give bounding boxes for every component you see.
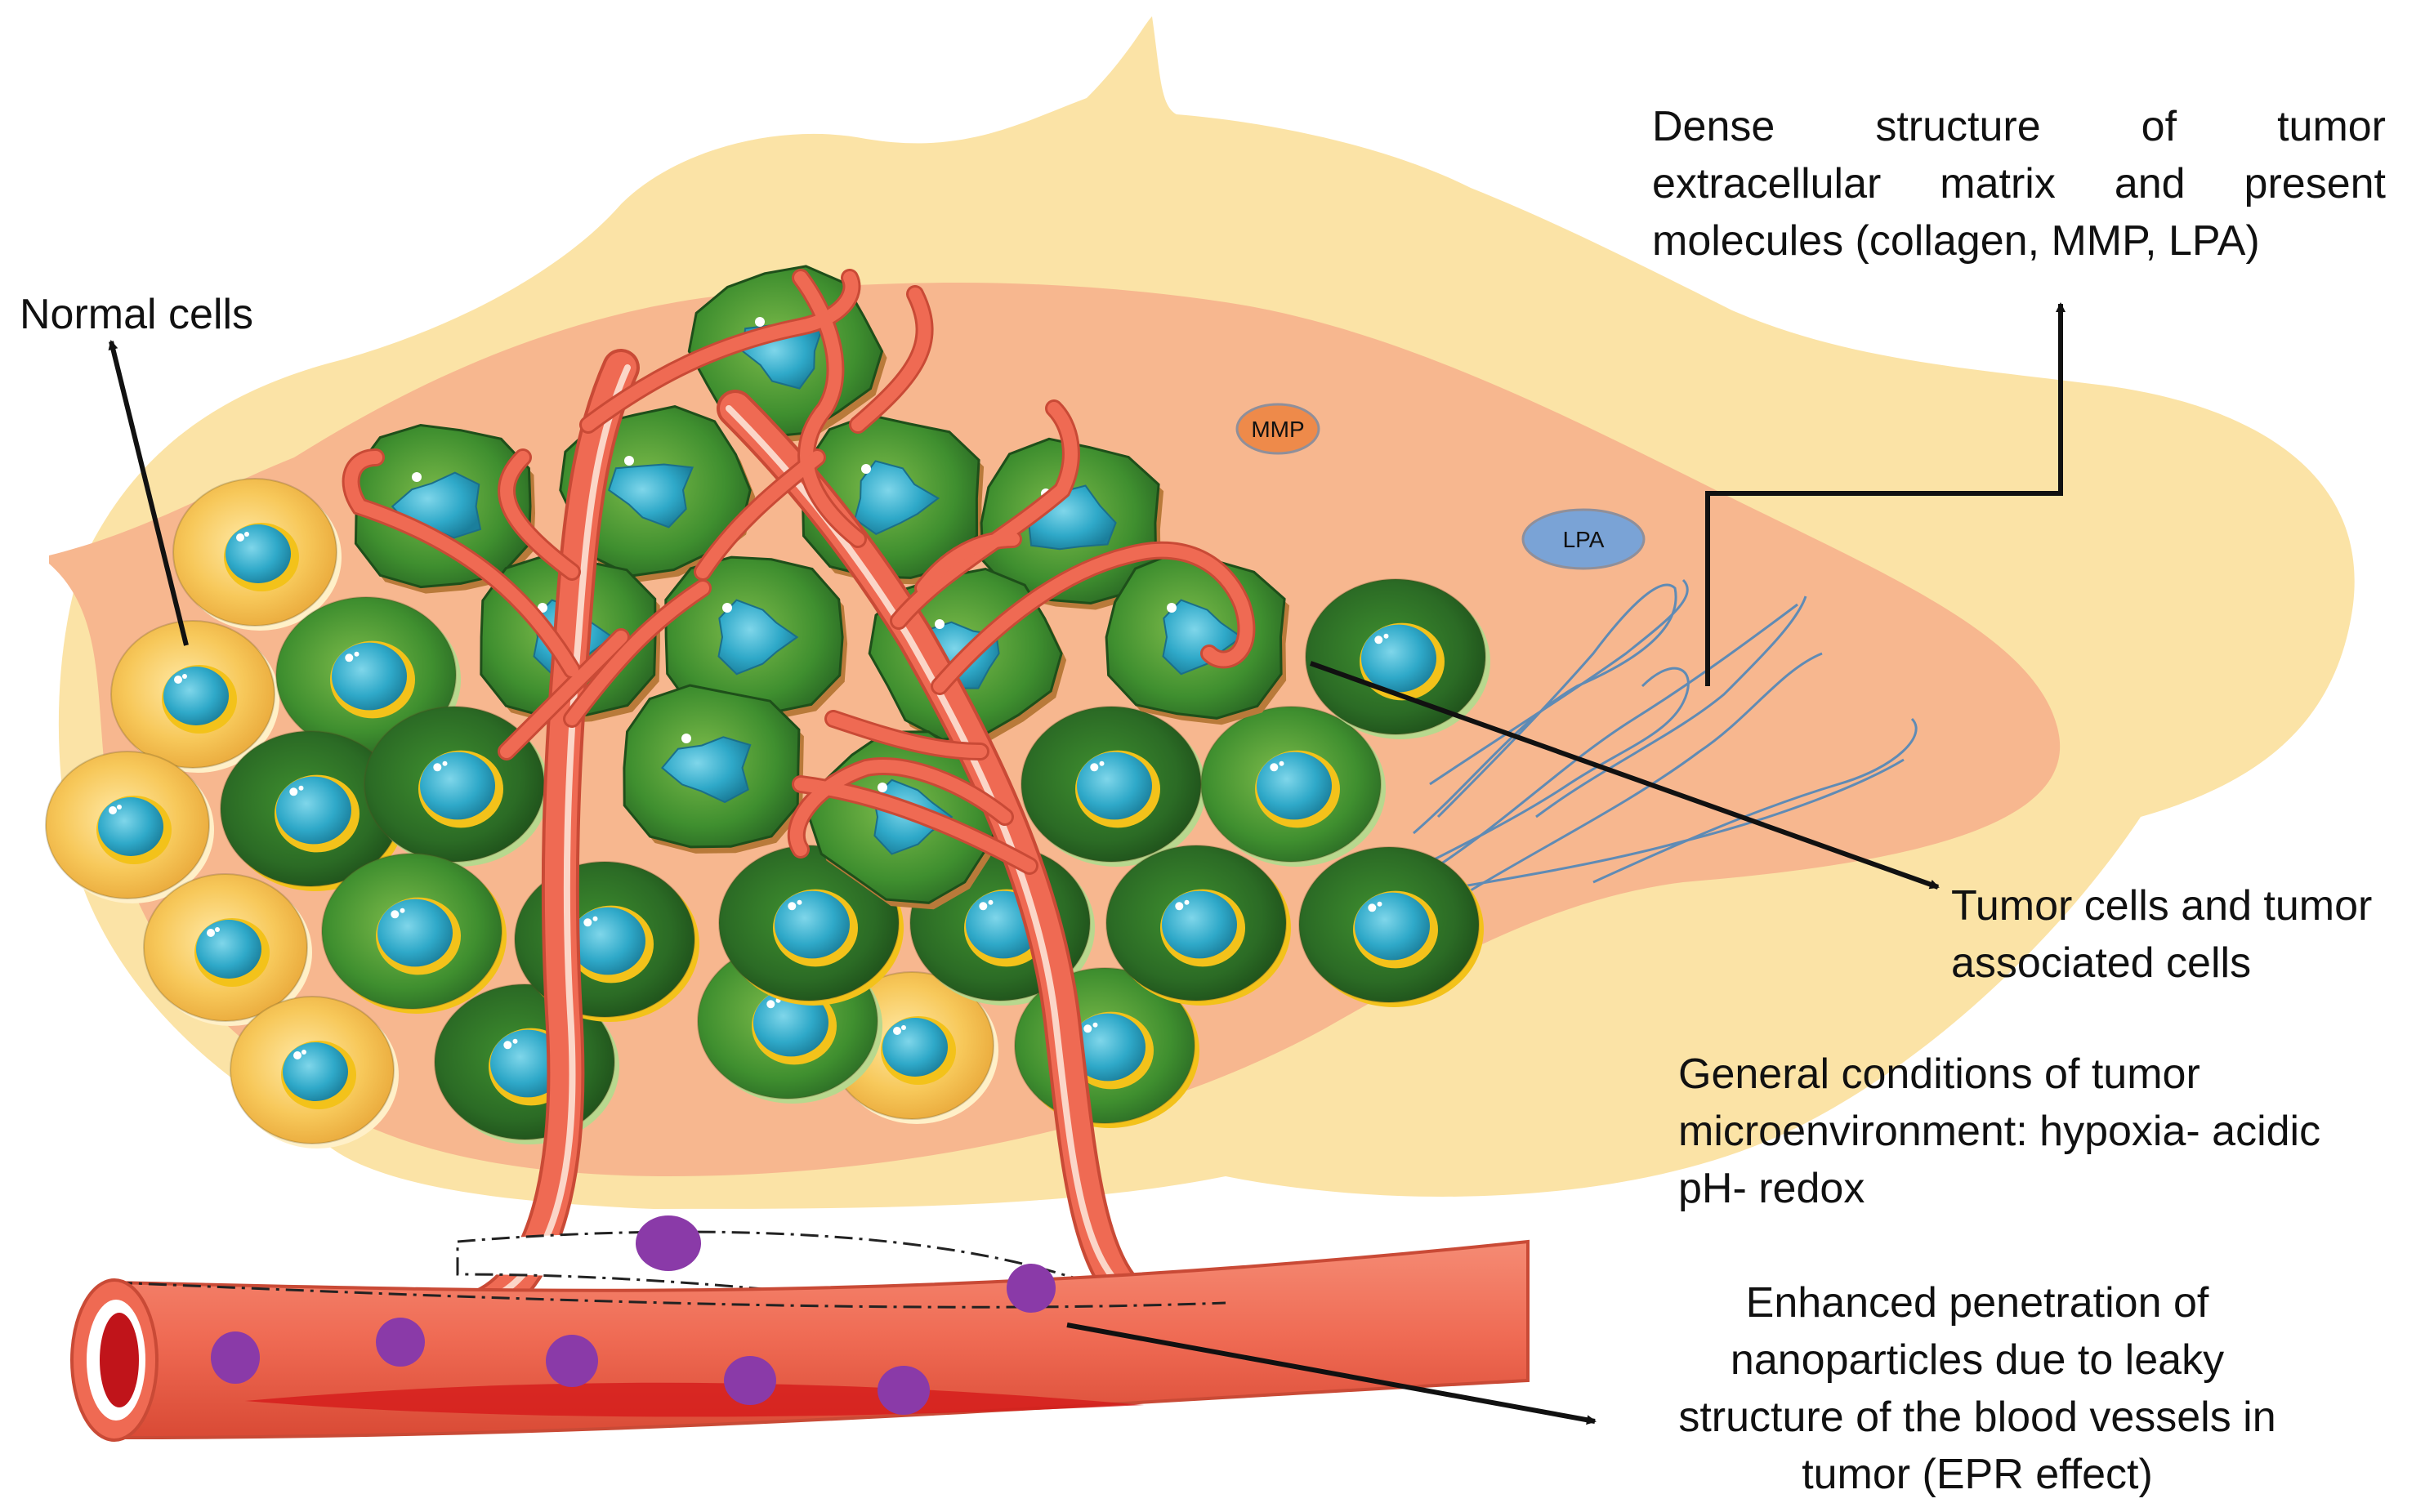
- arrow-icon: [1705, 302, 2066, 686]
- collagen-fiber: [1535, 595, 1807, 818]
- cell-icon: [275, 596, 461, 757]
- cell-icon: [1305, 578, 1490, 739]
- collagen-fibers: [1388, 578, 1918, 900]
- label-dense-structure: Dense structure of tumor extracellular m…: [1652, 98, 2386, 270]
- label-line: General conditions of tumor: [1678, 1050, 2200, 1098]
- lpa-molecule: LPA: [1521, 508, 1646, 570]
- vessel-branch: [500, 451, 578, 578]
- label-line: Tumor cells and tumor: [1951, 882, 2373, 930]
- vessel-branch: [892, 402, 1078, 627]
- cell-icon: [230, 996, 399, 1148]
- cell-icon: [718, 845, 904, 1006]
- nanoparticle-icon: [211, 1331, 260, 1384]
- vessel-branch: [851, 288, 931, 431]
- vessel-branch: [565, 582, 709, 725]
- cell-icon: [664, 555, 848, 726]
- vessel-branch: [789, 760, 1012, 856]
- label-line: Dense structure of tumor: [1652, 103, 2386, 150]
- nanoparticle-icon: [376, 1318, 425, 1367]
- cell-icon: [1020, 706, 1206, 867]
- label-line: associated cells: [1951, 939, 2252, 987]
- mmp-molecule: MMP: [1235, 403, 1320, 455]
- vessel-branch: [344, 451, 578, 676]
- label-line: structure of the blood vessels in: [1678, 1394, 2276, 1441]
- label-epr-effect: Enhanced penetration of nanoparticles du…: [1618, 1274, 2337, 1503]
- cell-icon: [354, 423, 535, 594]
- nanoparticles: [211, 1215, 1056, 1415]
- collagen-fiber: [1592, 717, 1918, 884]
- arrow-icon: [108, 340, 189, 646]
- nanoparticle-icon: [1007, 1264, 1056, 1313]
- vessel-branch: [696, 451, 824, 578]
- label-line: Enhanced penetration of: [1745, 1279, 2209, 1327]
- label-line: molecules (collagen, MMP, LPA): [1652, 217, 2260, 265]
- collagen-fiber: [1437, 603, 1798, 868]
- label-general-conditions: General conditions of tumor microenviron…: [1678, 1046, 2320, 1217]
- label-line: nanoparticles due to leaky: [1730, 1336, 2225, 1384]
- cell-icon: [45, 751, 214, 903]
- arrow-icon: [1309, 661, 1940, 890]
- cell-icon: [1105, 845, 1291, 1006]
- cell-icon: [321, 853, 507, 1014]
- vessel-branch: [500, 631, 627, 758]
- cell-icon: [110, 620, 279, 773]
- cell-icon: [1298, 846, 1484, 1007]
- label-line: tumor (EPR effect): [1802, 1451, 2153, 1498]
- label-line: extracellular matrix and present: [1652, 160, 2386, 207]
- nanoparticle-icon: [636, 1215, 701, 1271]
- collagen-fiber: [1388, 758, 1905, 900]
- vessel-branches: [342, 269, 1256, 1326]
- cell-icon: [1105, 551, 1290, 725]
- label-normal-cells: Normal cells: [20, 291, 254, 338]
- label-line: pH- redox: [1678, 1165, 1865, 1212]
- collagen-fiber: [1470, 652, 1823, 892]
- arrow-icon: [1066, 1322, 1597, 1425]
- vessel-branch: [467, 352, 636, 1322]
- vessel-branch: [794, 271, 864, 546]
- vessel-branch: [933, 543, 1253, 693]
- label-tumor-cells: Tumor cells and tumor associated cells: [1951, 877, 2372, 992]
- arrows: [108, 302, 2066, 1425]
- normal-cells: [45, 478, 998, 1148]
- nanoparticle-icon: [546, 1335, 598, 1387]
- mmp-label: MMP: [1251, 417, 1304, 442]
- collagen-fiber: [1429, 578, 1689, 786]
- label-line: microenvironment: hypoxia- acidic: [1678, 1108, 2321, 1155]
- collagen-fiber: [1413, 583, 1677, 835]
- cell-icon: [172, 478, 342, 631]
- nanoparticle-icon: [878, 1366, 930, 1415]
- lpa-label: LPA: [1563, 527, 1605, 552]
- cell-icon: [220, 730, 405, 891]
- vessel-branch: [917, 533, 1020, 595]
- cell-icon: [697, 943, 882, 1104]
- cell-icon: [623, 684, 804, 854]
- nanoparticle-icon: [724, 1356, 776, 1405]
- collagen-fiber: [1388, 667, 1690, 884]
- cell-icon: [1200, 706, 1386, 867]
- vessel-branch: [827, 712, 987, 758]
- vessel-branch: [582, 271, 859, 431]
- cell-icon: [143, 873, 312, 1026]
